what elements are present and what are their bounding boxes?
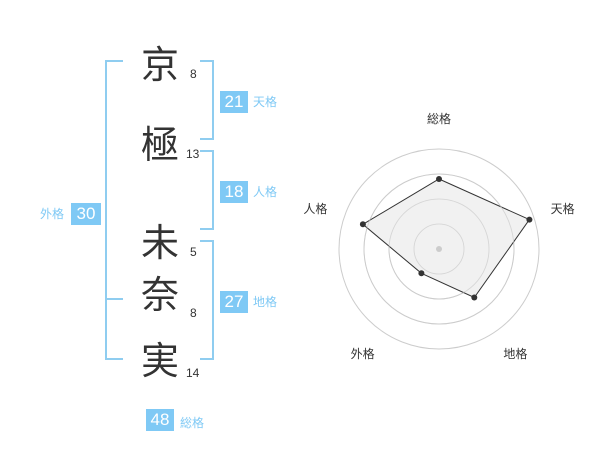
- radar-center-dot: [436, 246, 442, 252]
- kanji-2: 極: [140, 123, 179, 167]
- jinkaku-badge: 18: [220, 181, 248, 203]
- radar-point-1: [436, 176, 442, 182]
- jinkaku-bracket-top: [200, 150, 214, 152]
- radar-axis-label-1: 総格: [427, 111, 451, 126]
- stroke-count-2: 13: [186, 147, 200, 161]
- radar-point-5: [359, 221, 366, 228]
- kanji-3: 未: [140, 221, 179, 265]
- tenkaku-bracket-bottom: [200, 138, 214, 140]
- stroke-count-5: 14: [186, 366, 200, 380]
- chikaku-label: 地格: [253, 295, 278, 309]
- radar-point-3: [471, 294, 478, 301]
- tenkaku-label: 天格: [253, 95, 278, 109]
- radar-ring-overlay-2: [388, 198, 490, 300]
- jinkaku-bracket-vertical: [212, 150, 214, 230]
- gaikaku-bracket-middle: [105, 298, 123, 300]
- tenkaku-bracket-vertical: [212, 60, 214, 140]
- radar-value-polygon: [362, 178, 531, 299]
- radar-axis-label-4: 外格: [351, 346, 375, 361]
- chikaku-bracket-top: [200, 240, 214, 242]
- kanji-4: 奈: [140, 273, 179, 317]
- gaikaku-badge: 30: [71, 203, 101, 225]
- soukaku-badge: 48: [146, 409, 174, 431]
- radar-point-4: [418, 270, 425, 277]
- soukaku-label: 総格: [180, 416, 205, 430]
- chikaku-bracket-vertical: [212, 240, 214, 360]
- radar-ring-overlay-3: [363, 173, 515, 325]
- gaikaku-bracket-bottom: [105, 358, 123, 360]
- tenkaku-badge: 21: [220, 91, 248, 113]
- stroke-count-3: 5: [190, 245, 197, 259]
- radar-axis-label-5: 人格: [303, 201, 327, 216]
- tenkaku-bracket-top: [200, 60, 214, 62]
- chikaku-bracket-bottom: [200, 358, 214, 360]
- stroke-count-1: 8: [190, 67, 197, 81]
- gaikaku-label: 外格: [40, 207, 65, 221]
- radar-axis-label-3: 地格: [503, 346, 527, 361]
- kanji-1: 京: [140, 43, 179, 87]
- jinkaku-bracket-bottom: [200, 228, 214, 230]
- kanji-5: 実: [140, 339, 179, 383]
- radar-axis-label-2: 天格: [551, 201, 575, 216]
- gaikaku-bracket-vertical: [105, 60, 107, 360]
- stroke-count-4: 8: [190, 306, 197, 320]
- radar-point-2: [526, 216, 533, 223]
- chikaku-badge: 27: [220, 291, 248, 313]
- radar-ring-overlay-1: [413, 223, 465, 275]
- jinkaku-label: 人格: [253, 185, 278, 199]
- gaikaku-bracket-top: [105, 60, 123, 62]
